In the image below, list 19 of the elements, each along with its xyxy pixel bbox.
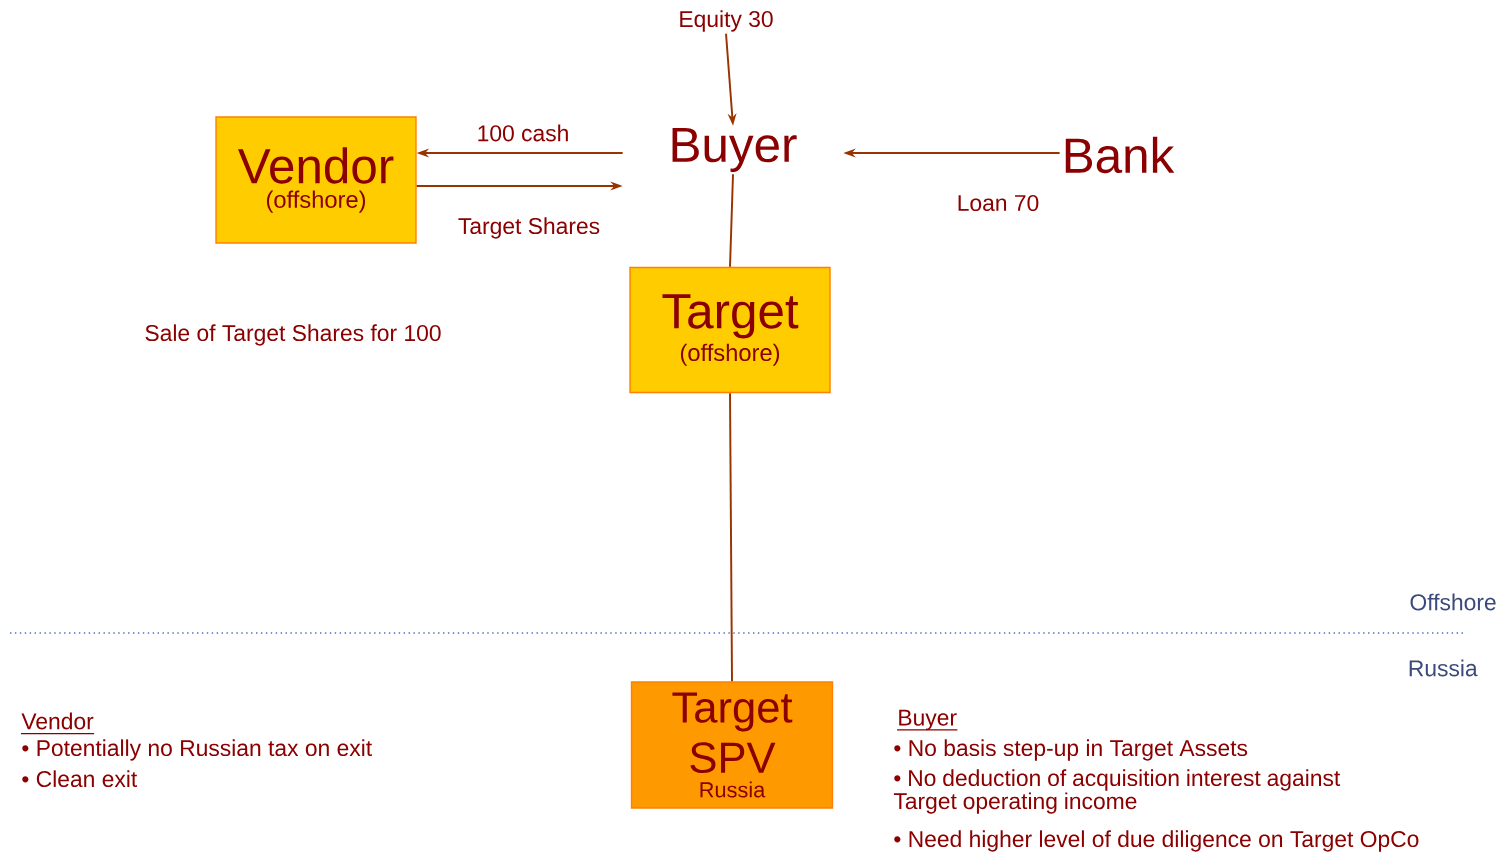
bullet-item: • No deduction of acquisition interest against Target operating income (893, 769, 1341, 814)
underlined-heading: Vendor (20, 712, 95, 735)
edge-label: 100 cash (474, 122, 572, 144)
region-label: Offshore (1410, 593, 1496, 611)
bullet-item: • No basis step-up in Target Assets (894, 739, 1248, 761)
entity-box: Target (offshore) (629, 266, 831, 394)
edge-label: Loan 70 (954, 193, 1042, 213)
entity-box: Vendor (offshore) (215, 116, 417, 244)
edge-label: Target Shares (456, 215, 602, 241)
bullet-item: • Need higher level of due diligence on Target OpCo (894, 830, 1419, 852)
note-text: Sale of Target Shares for 100 (145, 324, 441, 346)
entity-label: Equity 30 (680, 10, 773, 32)
underlined-heading: Buyer (896, 709, 958, 731)
bullet-item: • Potentially no Russian tax on exit (22, 739, 372, 761)
bullet-item: • Clean exit (22, 770, 138, 788)
entity-label: Bank (1065, 136, 1175, 174)
entity-box: Target SPV Russia (630, 681, 834, 809)
entity-label: Buyer (672, 127, 797, 173)
region-label: Russia (1409, 659, 1478, 677)
